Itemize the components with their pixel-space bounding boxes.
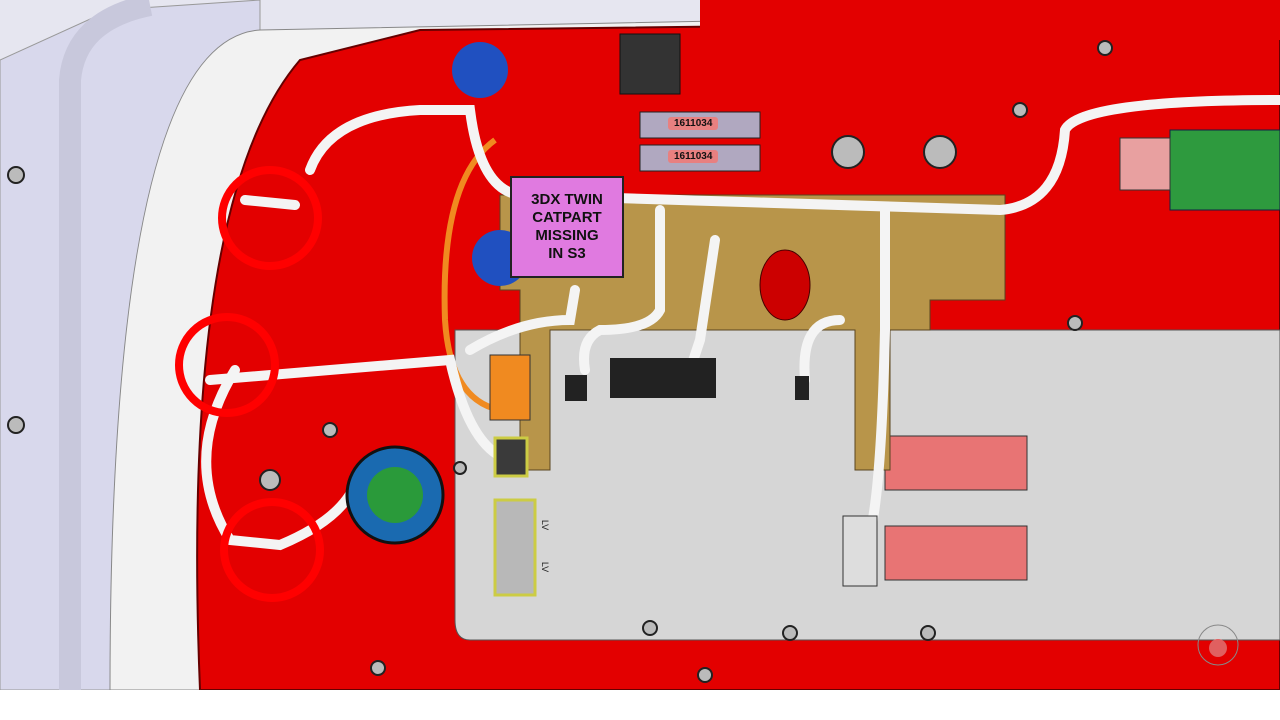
missing-part-annotation: 3DX TWIN CATPART MISSING IN S3 [510, 176, 624, 278]
green-connector [1169, 129, 1280, 211]
bolts [7, 40, 1113, 683]
compass-center [1209, 639, 1227, 657]
lv-label-1: LV [540, 519, 551, 531]
orientation-compass[interactable] [1197, 624, 1239, 666]
white-clip [842, 515, 878, 587]
fuse-2 [639, 144, 761, 172]
highlight-circle-2 [175, 313, 279, 417]
lv-terminal-2 [493, 498, 537, 597]
black-connector [619, 33, 681, 95]
pink-pad-1 [884, 435, 1028, 491]
gray-tray [454, 329, 1280, 641]
bottom-margin [0, 690, 1280, 720]
blue-connector-1 [452, 42, 508, 98]
orange-connector [489, 354, 531, 421]
lv-terminal-1 [493, 436, 529, 478]
lv-label-2: LV [540, 561, 551, 573]
highlight-circle-3 [220, 498, 324, 602]
grommet-center [367, 467, 423, 523]
highlight-circles [175, 166, 324, 602]
small-connector-1 [565, 375, 587, 401]
bracket-hole [759, 249, 811, 321]
orange-wire [441, 137, 501, 413]
black-connector-row [610, 358, 716, 398]
fuse-part-number-1: 1611034 [668, 117, 719, 130]
highlight-circle-1 [218, 166, 322, 270]
pink-block [1119, 137, 1171, 191]
fuse-part-number-2: 1611034 [668, 150, 719, 163]
coolant-pipe [59, 0, 153, 690]
pink-pad-2 [884, 525, 1028, 581]
red-housing-top [700, 0, 1280, 40]
small-connector-2 [795, 376, 809, 400]
